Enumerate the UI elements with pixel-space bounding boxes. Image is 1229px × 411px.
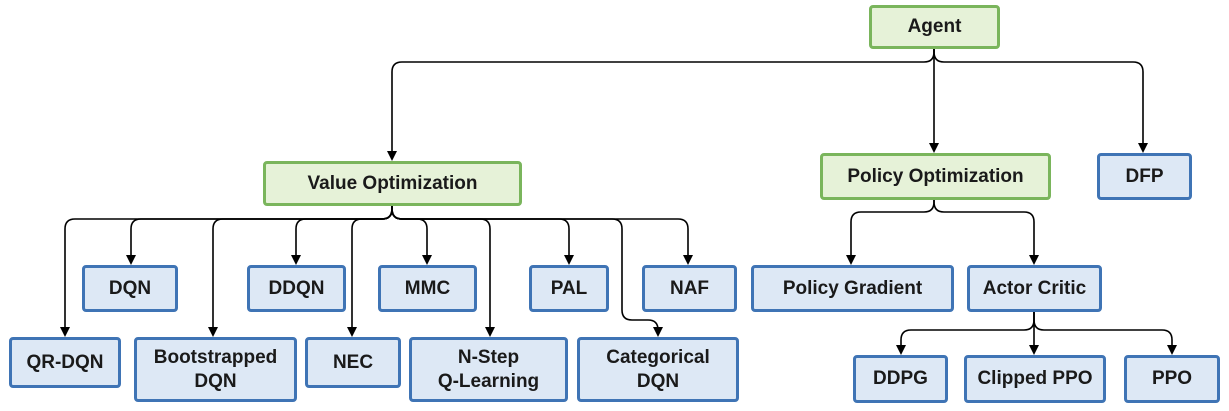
- edge-policy-to-actor-critic: [933, 200, 1039, 265]
- node-policy-optimization: Policy Optimization: [820, 153, 1051, 200]
- node-n-step-q-learning: N-Step Q-Learning: [409, 337, 568, 402]
- node-agent: Agent: [869, 5, 1000, 49]
- node-ddqn: DDQN: [247, 265, 346, 312]
- edge-agent-to-dfp: [933, 49, 1148, 153]
- node-dqn: DQN: [82, 265, 178, 312]
- edge-value-to-dqn: [126, 206, 393, 265]
- node-ddpg: DDPG: [853, 355, 948, 403]
- edge-policy-to-policy-gradient: [846, 200, 935, 265]
- edge-value-to-pal: [391, 206, 574, 265]
- node-ppo: PPO: [1124, 355, 1220, 403]
- edge-value-to-ddqn: [291, 206, 393, 265]
- node-qr-dqn: QR-DQN: [9, 337, 121, 388]
- node-pal: PAL: [529, 265, 609, 312]
- edge-value-to-nec: [347, 206, 393, 337]
- edge-agent-to-value-optimization: [387, 49, 935, 161]
- node-naf: NAF: [642, 265, 737, 312]
- node-clipped-ppo: Clipped PPO: [964, 355, 1106, 403]
- edge-actor-critic-to-ddpg: [896, 312, 1035, 355]
- node-categorical-dqn: Categorical DQN: [577, 337, 739, 402]
- node-actor-critic: Actor Critic: [967, 265, 1102, 312]
- node-mmc: MMC: [378, 265, 477, 312]
- node-nec: NEC: [305, 337, 401, 388]
- node-bootstrapped-dqn: Bootstrapped DQN: [134, 337, 297, 402]
- edge-value-to-categorical-dqn: [391, 206, 663, 337]
- node-value-optimization: Value Optimization: [263, 161, 522, 206]
- edge-value-to-mmc: [391, 206, 432, 265]
- node-dfp: DFP: [1097, 153, 1192, 200]
- edge-value-to-naf: [391, 206, 693, 265]
- edge-actor-critic-to-ppo: [1033, 312, 1177, 355]
- node-policy-gradient: Policy Gradient: [751, 265, 954, 312]
